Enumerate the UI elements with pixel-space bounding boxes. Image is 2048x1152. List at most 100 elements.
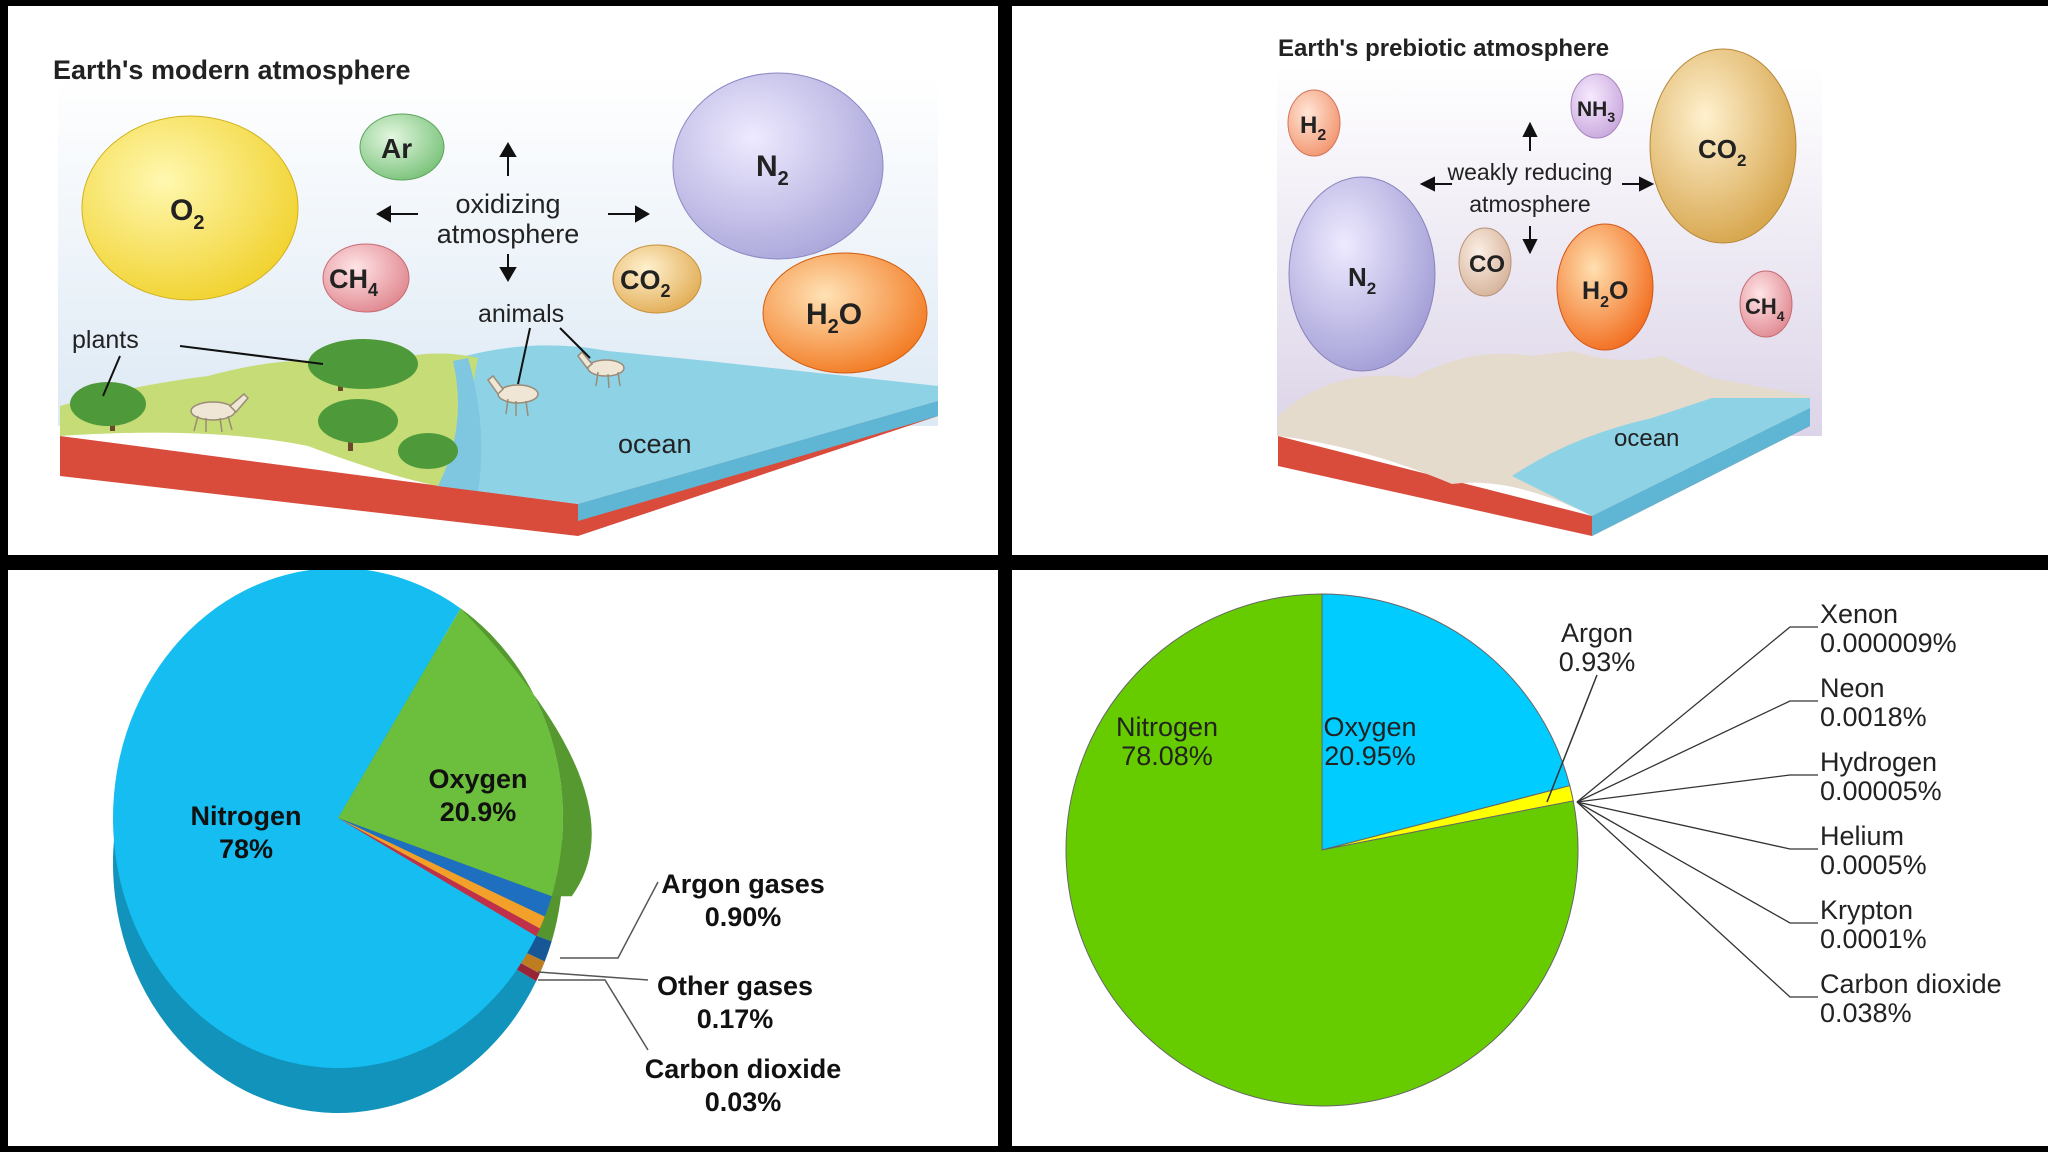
- pie-slice-argon-gases: [338, 818, 552, 917]
- pie-slice-oxygen: [338, 608, 563, 897]
- crust-layer: [60, 401, 938, 536]
- pie-label-nitrogen: Nitrogen: [191, 801, 302, 831]
- weakly-reducing-label: weakly reducing: [1447, 159, 1613, 185]
- leader-line-krypton: [1576, 801, 1818, 924]
- nh3-molecule-bubble: NH3: [1570, 73, 1624, 139]
- horse-icon: [577, 350, 625, 389]
- tree-icon: [308, 339, 418, 391]
- ocean-label: ocean: [1614, 425, 1679, 452]
- callout-label-krypton: Krypton: [1820, 895, 1913, 925]
- ocean-label: ocean: [618, 429, 692, 459]
- landscape-block: [60, 345, 938, 536]
- pie-leader-lines: [1546, 626, 1818, 998]
- svg-text:NH3: NH3: [1577, 98, 1615, 125]
- leader-line-carbon-dioxide: [538, 979, 649, 1051]
- svg-text:O2: O2: [170, 194, 204, 234]
- ocean-surface: [438, 345, 938, 504]
- leader-line-neon: [1576, 700, 1818, 803]
- callout-value-hydrogen: 0.00005%: [1820, 776, 1942, 806]
- pie-slice-other-gases: [338, 818, 545, 929]
- pie-label-argon-gases: Argon gases: [661, 869, 825, 899]
- callout-label-neon: Neon: [1820, 673, 1885, 703]
- callout-label-xenon: Xenon: [1820, 599, 1898, 629]
- pie-slice-nitrogen: [1065, 593, 1579, 1107]
- tree-icon: [318, 399, 398, 451]
- horse-icon: [190, 392, 250, 433]
- prebiotic-atmosphere-diagram: Earth's prebiotic atmosphere H2 NH3 CO2 …: [1277, 35, 1822, 536]
- pie-value-nitrogen: 78%: [219, 834, 273, 864]
- atmosphere-label: atmosphere: [1469, 191, 1590, 217]
- n2-molecule-bubble: N2: [672, 72, 884, 260]
- modern-atmosphere-panel: Earth's modern atmosphere O2 Ar N2 CH4 C…: [8, 6, 998, 555]
- tree-icon: [398, 433, 458, 469]
- o2-molecule-bubble: O2: [81, 115, 299, 301]
- svg-text:H2O: H2O: [806, 298, 862, 338]
- svg-text:H2: H2: [1300, 112, 1326, 144]
- animals: [190, 350, 625, 433]
- h2o-molecule-bubble: H2O: [762, 252, 928, 374]
- leader-line-argon: [1546, 674, 1598, 803]
- ocean-edge: [1592, 408, 1810, 536]
- modern-atmosphere-diagram: Earth's modern atmosphere O2 Ar N2 CH4 C…: [53, 55, 938, 536]
- callout-value-carbon-dioxide: 0.038%: [1820, 998, 1912, 1028]
- pie-label-argon: Argon: [1561, 618, 1633, 648]
- svg-text:CO: CO: [1469, 251, 1505, 278]
- ar-molecule-bubble: Ar: [359, 113, 445, 181]
- leader-line-argon: [560, 881, 659, 959]
- pie-label-nitrogen: Nitrogen: [1116, 712, 1218, 742]
- pie-slice-carbon-dioxide: [338, 818, 540, 937]
- pie-slice-nitrogen: [113, 570, 537, 1068]
- pie-label-oxygen: Oxygen: [428, 764, 527, 794]
- h2o-molecule-bubble: H2O: [1556, 223, 1654, 351]
- pie-value-nitrogen: 78.08%: [1121, 741, 1213, 771]
- pie-slices: [1065, 593, 1579, 1107]
- ch4-molecule-bubble: CH4: [1739, 270, 1793, 338]
- pie-slice-oxygen-side: [460, 608, 592, 897]
- svg-text:H2O: H2O: [1582, 277, 1628, 311]
- leader-line-carbon-dioxide: [1576, 801, 1818, 998]
- pie-value-carbon-dioxide: 0.03%: [705, 1087, 782, 1117]
- animals-label: animals: [478, 300, 564, 328]
- prebiotic-title: Earth's prebiotic atmosphere: [1278, 35, 1609, 62]
- h2-molecule-bubble: H2: [1287, 89, 1341, 157]
- pie-value-oxygen: 20.9%: [440, 797, 517, 827]
- modern-title: Earth's modern atmosphere: [53, 55, 411, 85]
- pie-label-oxygen: Oxygen: [1323, 712, 1416, 742]
- callout-label-hydrogen: Hydrogen: [1820, 747, 1937, 777]
- n2-molecule-bubble: N2: [1288, 176, 1436, 372]
- co2-molecule-bubble: CO2: [612, 244, 702, 314]
- callout-label-carbon-dioxide: Carbon dioxide: [1820, 969, 2002, 999]
- river: [438, 358, 482, 491]
- trees: [70, 339, 458, 469]
- pie-slice-oxygen: [1321, 593, 1571, 851]
- tree-icon: [70, 382, 146, 431]
- svg-text:Ar: Ar: [381, 133, 412, 164]
- ocean-edge: [578, 401, 938, 521]
- horse-icon: [486, 374, 539, 417]
- pie-value-other-gases: 0.17%: [697, 1004, 774, 1034]
- reducing-arrows: [1419, 121, 1655, 255]
- barren-land: [1278, 351, 1810, 516]
- leader-line-xenon: [1576, 626, 1818, 803]
- atmosphere-label: atmosphere: [437, 219, 580, 249]
- ocean-surface: [1512, 398, 1810, 516]
- co2-molecule-bubble: CO2: [1649, 48, 1797, 244]
- ch4-molecule-bubble: CH4: [322, 243, 410, 313]
- pie-value-argon: 0.93%: [1559, 647, 1636, 677]
- plants-label: plants: [72, 326, 139, 354]
- pie-value-oxygen: 20.95%: [1324, 741, 1416, 771]
- callout-value-xenon: 0.000009%: [1820, 628, 1957, 658]
- co-molecule-bubble: CO: [1458, 227, 1512, 297]
- svg-text:N2: N2: [756, 150, 789, 190]
- plants-leader-lines: [102, 345, 324, 397]
- svg-text:CH4: CH4: [1745, 294, 1785, 324]
- callout-value-krypton: 0.0001%: [1820, 924, 1927, 954]
- callout-label-helium: Helium: [1820, 821, 1904, 851]
- oxidizing-label: oxidizing: [455, 189, 560, 219]
- oxidizing-arrows: [376, 142, 650, 282]
